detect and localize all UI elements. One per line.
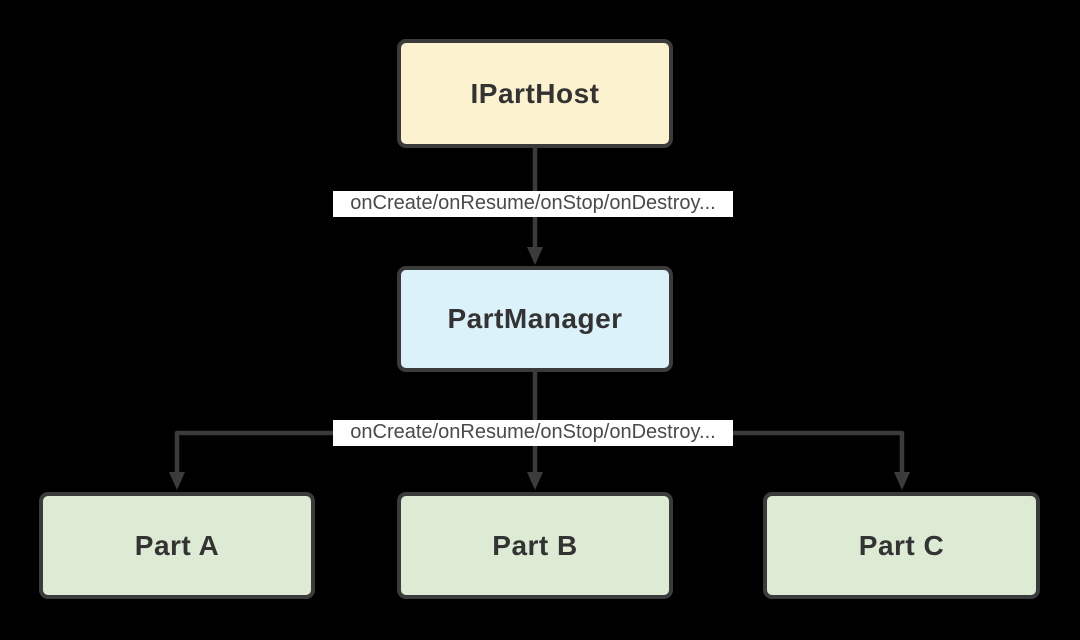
node-part-a: Part A: [39, 492, 315, 599]
arrowhead-to-part-b: [527, 472, 543, 490]
edge-label-manager-to-parts: onCreate/onResume/onStop/onDestroy...: [333, 420, 733, 446]
node-iparthost-label: IPartHost: [470, 77, 600, 109]
arrowhead-to-part-a: [169, 472, 185, 490]
node-part-a-label: Part A: [134, 529, 220, 561]
node-part-b-label: Part B: [492, 529, 578, 561]
node-iparthost: IPartHost: [397, 39, 673, 148]
node-part-c-label: Part C: [858, 529, 945, 561]
arrowhead-to-part-c: [894, 472, 910, 490]
arrowhead-to-partmanager: [527, 247, 543, 265]
node-part-c: Part C: [763, 492, 1040, 599]
node-part-b: Part B: [397, 492, 673, 599]
node-partmanager: PartManager: [397, 266, 673, 372]
edge-label-host-to-manager: onCreate/onResume/onStop/onDestroy...: [333, 191, 733, 217]
node-partmanager-label: PartManager: [447, 303, 623, 334]
